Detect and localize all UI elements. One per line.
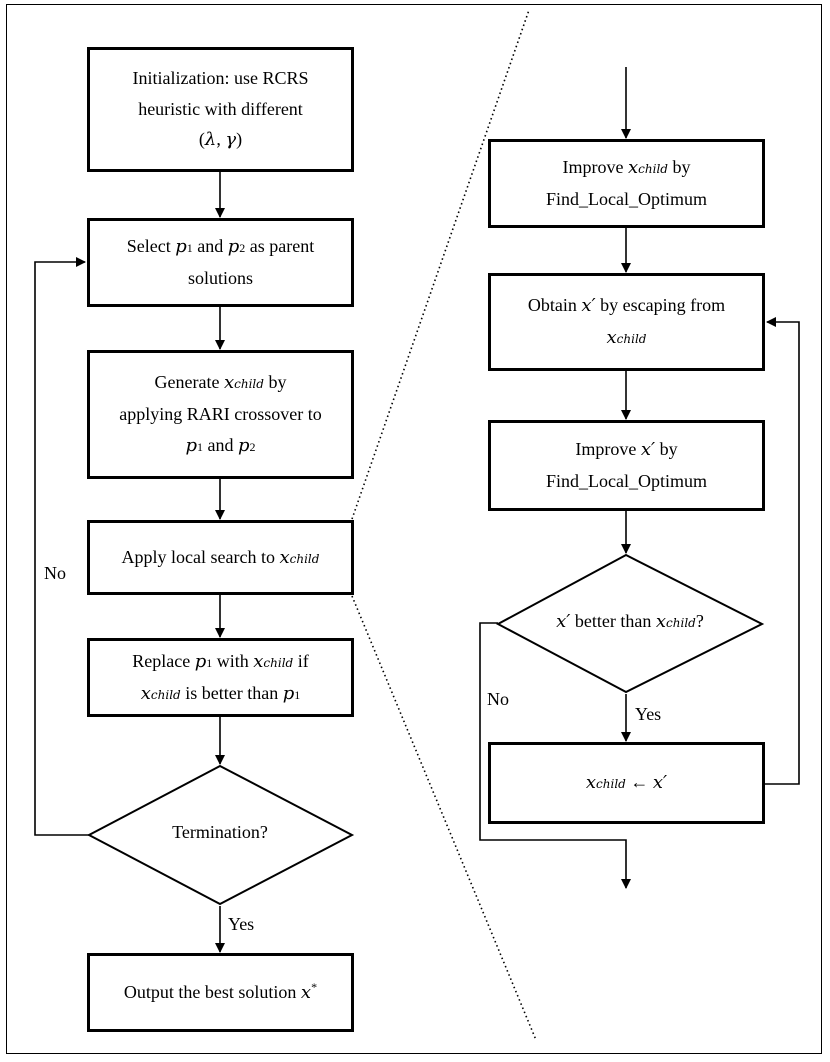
obtain-line-2: xchild [606,327,647,348]
generate-text-a: Generate [154,372,220,393]
generate-line-1: Generate xchild by [154,372,287,394]
output-line: Output the best solution x* [123,979,318,1003]
no-label-left: No [44,563,66,583]
improve-prime-text-b: by [659,439,678,460]
obtain-box: Obtain x′ by escaping from xchild [488,273,765,371]
comparison-label: x′ better than xchild? [556,611,704,632]
termination-label: Termination? [172,822,268,842]
output-box: Output the best solution x* [87,953,354,1032]
arrow-decision-no-exit [479,622,631,889]
obtain-line-1: Obtain x′ by escaping from [527,295,726,317]
output-text: Output the best solution [123,981,297,1002]
update-box: xchild ← x′ [488,742,765,824]
improve-child-text-b: by [672,157,691,178]
select-line-2: solutions [187,268,253,288]
select-text-b: and [197,236,224,257]
yes-label-left: Yes [228,914,255,934]
improve-prime-line-2: Find_Local_Optimum [546,471,707,491]
generate-box: Generate xchild by applying RARI crossov… [87,350,354,479]
replace-text-a: Replace [132,650,191,671]
generate-line-2: applying RARI crossover to [119,404,322,425]
init-box: Initialization: use RCRS heuristic with … [87,47,354,172]
improve-prime-text-a: Improve [575,439,637,460]
yes-label-right: Yes [635,704,662,724]
generate-text-b: by [268,372,287,393]
improve-child-text-a: Improve [562,157,624,178]
replace-line-1: Replace p1 with xchild if [132,650,309,672]
arrow-termination-no-loop [34,257,89,836]
comparison-diamond [495,553,765,694]
obtain-text-a: Obtain [527,295,577,316]
improve-child-line-2: Find_Local_Optimum [546,189,707,209]
local-search-line: Apply local search to xchild [121,546,320,568]
replace-text-b: with [216,650,249,671]
replace-text-d: is better than [185,682,279,703]
comparison-text: better than [574,611,652,631]
local-search-box: Apply local search to xchild [87,520,354,595]
improve-child-box: Improve xchild by Find_Local_Optimum [488,139,765,228]
obtain-text-b: by escaping from [600,295,726,316]
init-params: (λ, γ) [198,129,243,151]
generate-text-d: and [207,434,234,455]
improve-prime-box: Improve x′ by Find_Local_Optimum [488,420,765,511]
zoom-guide-bottom [351,595,537,1041]
termination-diamond [86,764,355,906]
replace-line-2: xchild is better than p1 [140,682,301,704]
select-text-c: as parent [249,236,315,257]
improve-child-line-1: Improve xchild by [562,157,691,179]
improve-prime-line-1: Improve x′ by [575,439,678,461]
update-line: xchild ← x′ [585,772,668,794]
generate-line-3: p1 and p2 [185,434,256,456]
select-box: Select p1 and p2 as parent solutions [87,218,354,307]
diagram-frame [6,4,822,1054]
select-text-a: Select [126,236,171,257]
arrow-update-loop [765,317,800,785]
select-line-1: Select p1 and p2 as parent [126,236,315,258]
replace-text-c: if [297,650,309,671]
init-line-1: Initialization: use RCRS [132,67,309,88]
replace-box: Replace p1 with xchild if xchild is bett… [87,638,354,717]
init-line-2: heuristic with different [138,98,303,119]
local-search-text: Apply local search to [121,546,275,567]
no-label-right: No [487,689,509,709]
